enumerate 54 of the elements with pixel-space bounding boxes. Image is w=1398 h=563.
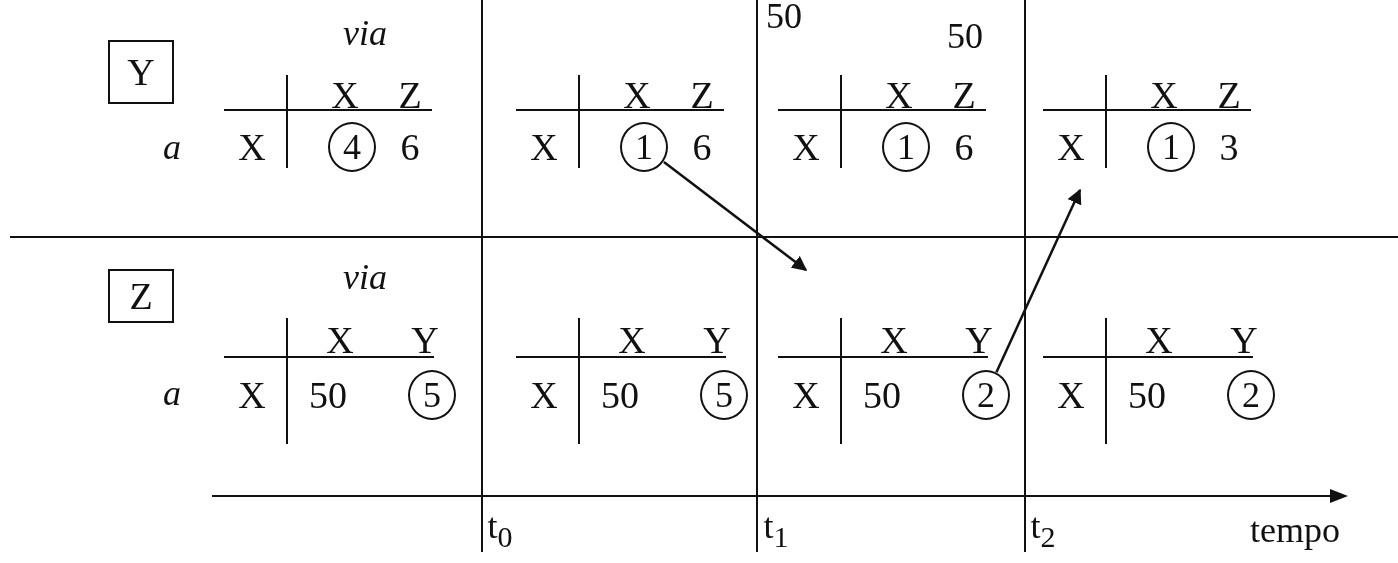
table-label: X [885, 76, 913, 114]
router-box: Y [108, 40, 174, 104]
table-label: Y [965, 321, 993, 359]
table-label: tempo [1250, 512, 1340, 548]
table-label: Y [703, 321, 731, 359]
circled-value: 1 [620, 122, 668, 172]
table-label: X [792, 128, 820, 166]
table-label: t$_{1}$ [763, 508, 789, 552]
table-label: t$_{2}$ [1030, 508, 1056, 552]
arrow [995, 188, 1082, 373]
circled-value: 2 [1227, 370, 1275, 420]
table-label: X [623, 76, 651, 114]
arrow [663, 161, 808, 271]
table-label: Z [398, 76, 422, 114]
table-label: X [238, 128, 266, 166]
circled-value: 1 [882, 122, 930, 172]
table-label: 50 [309, 376, 347, 414]
table-label: X [1150, 76, 1178, 114]
table-label: t$_{0}$ [487, 508, 513, 552]
table-label: 50 [947, 18, 983, 54]
table-label: Z [1217, 76, 1241, 114]
circled-value: 1 [1147, 122, 1195, 172]
circled-value: 5 [700, 370, 748, 420]
circled-value: 4 [328, 122, 376, 172]
table-label: X [238, 376, 266, 414]
table-label: a [163, 375, 181, 411]
table-label: via [343, 259, 387, 295]
table-label: X [1057, 128, 1085, 166]
table-label: X [1057, 376, 1085, 414]
table-label: a [163, 129, 181, 165]
router-box: Z [108, 269, 174, 323]
table-label: 50 [863, 376, 901, 414]
table-label: X [618, 321, 646, 359]
table-label: X [792, 376, 820, 414]
table-label: 6 [692, 128, 712, 166]
table-label: 50 [766, 0, 802, 34]
table-label: Z [690, 76, 714, 114]
table-label: X [331, 76, 359, 114]
table-label: X [326, 321, 354, 359]
circled-value: 2 [962, 370, 1010, 420]
table-label: via [343, 15, 387, 51]
table-label: 50 [601, 376, 639, 414]
table-label: Y [411, 321, 439, 359]
table-label: Z [952, 76, 976, 114]
table-label: X [530, 128, 558, 166]
table-label: X [1145, 321, 1173, 359]
table-label: 50 [1128, 376, 1166, 414]
table-label: 6 [954, 128, 974, 166]
table-label: X [880, 321, 908, 359]
circled-value: 5 [408, 370, 456, 420]
table-label: 6 [400, 128, 420, 166]
table-label: 3 [1219, 128, 1239, 166]
table-label: Y [1230, 321, 1258, 359]
table-label: X [530, 376, 558, 414]
